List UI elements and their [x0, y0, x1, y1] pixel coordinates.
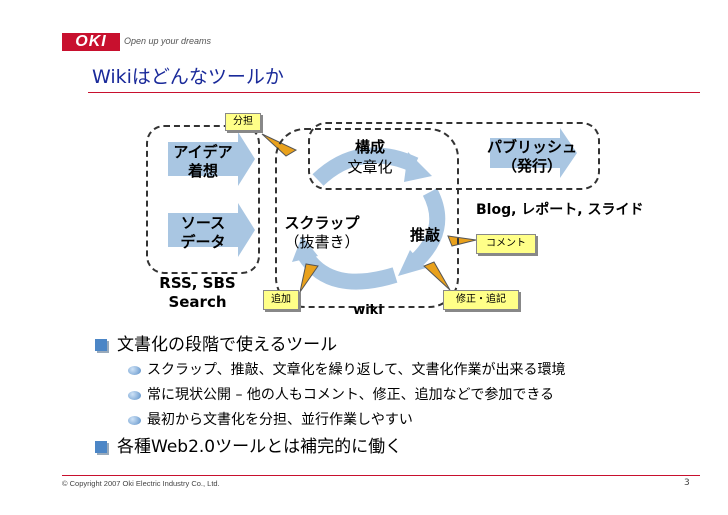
round-bullet-icon: [128, 415, 141, 425]
idea-arrow: [168, 132, 255, 186]
round-bullet-icon: [128, 365, 141, 375]
add-callout: 追加: [263, 290, 299, 310]
idea-label: アイデア着想: [173, 143, 233, 180]
comment-pointer-arrow: [447, 235, 477, 247]
cycle-arrowhead-bottom: [292, 236, 318, 262]
footer-divider: [62, 475, 700, 476]
logo-tagline: Open up your dreams: [124, 36, 212, 46]
structure-label: 構成: [354, 138, 385, 156]
writing-label: 文章化: [347, 158, 393, 176]
round-bullet-icon: [128, 390, 141, 400]
title-divider: [88, 92, 700, 93]
slide-title: Wikiはどんなツールか: [92, 66, 284, 88]
refine-label: 推敲: [409, 226, 440, 244]
bullet-web20: 各種Web2.0ツールとは補完的に働く: [95, 432, 402, 457]
cycle-arrowhead-top: [404, 152, 432, 182]
oki-logo: OKI: [62, 33, 120, 51]
comment-callout: コメント: [476, 234, 536, 254]
wiki-cycle-box: [275, 128, 459, 308]
input-group-box: [146, 125, 260, 274]
sub-bullet-parallel: 最初から文書化を分担、並行作業しやすい: [128, 409, 413, 429]
copyright-text: © Copyright 2007 Oki Electric Industry C…: [62, 479, 220, 488]
source-arrow: [168, 203, 255, 257]
cycle-arrow-right: [409, 188, 446, 268]
cycle-arrow-bottom: [298, 250, 398, 290]
cycle-arrowhead-right: [398, 250, 426, 276]
page-number: 3: [684, 478, 690, 488]
blog-label: Blog, レポート, スライド: [476, 202, 644, 218]
sub-bullet-public: 常に現状公開 – 他の人もコメント、修正、追加などで参加できる: [128, 384, 554, 404]
bullet-documentation-tool: 文書化の段階で使えるツール: [95, 330, 337, 355]
square-bullet-icon: [95, 339, 107, 351]
wiki-label: wiki: [353, 303, 383, 318]
square-bullet-icon: [95, 441, 107, 453]
publish-label: パブリッシュ（発行）: [486, 138, 577, 175]
cycle-arrow-top: [312, 147, 419, 186]
publish-arrow: [490, 128, 577, 178]
share-callout: 分担: [225, 113, 261, 131]
scrap-label: スクラップ（抜書き）: [284, 214, 360, 251]
edit-callout: 修正・追記: [443, 290, 519, 310]
sub-bullet-iterate: スクラップ、推敲、文章化を繰り返して、文書化作業が出来る環境: [128, 359, 565, 379]
source-label: ソースデータ: [180, 214, 226, 251]
publish-group-box: [308, 122, 600, 190]
